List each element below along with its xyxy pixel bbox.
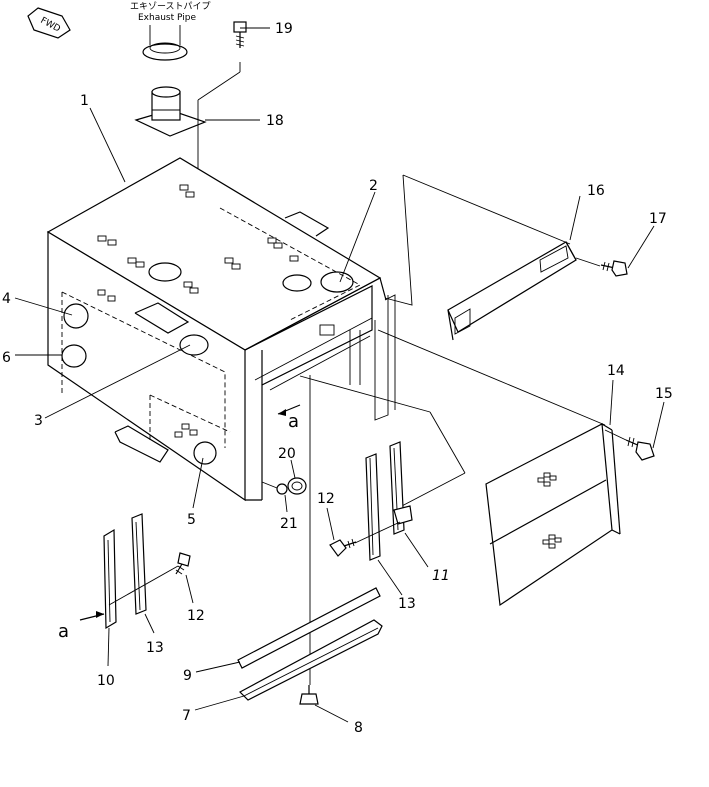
exhaust-pipe-label-jp: エキゾーストパイプ	[130, 1, 211, 12]
callout-12-right: 12	[317, 491, 335, 507]
bracket-13-right	[365, 453, 381, 561]
callout-18: 18	[266, 113, 284, 129]
exhaust-pipe-ref: エキゾーストパイプ Exhaust Pipe	[130, 1, 211, 61]
view-arrow-a-bottom	[79, 611, 105, 621]
view-arrow-a-top	[277, 404, 301, 416]
bracket-10	[103, 528, 117, 630]
callout-7: 7	[182, 708, 191, 724]
washer-21	[276, 483, 288, 495]
callout-12-left: 12	[187, 608, 205, 624]
panel-16	[447, 241, 577, 341]
callout-4: 4	[2, 291, 11, 307]
callout-5: 5	[187, 512, 196, 528]
bar-7	[239, 619, 383, 701]
callout-15: 15	[655, 386, 673, 402]
callout-1: 1	[80, 93, 89, 109]
leader-lines	[14, 27, 376, 509]
bolt-8	[299, 685, 319, 705]
knob-20	[287, 477, 307, 495]
exhaust-pipe-label-en: Exhaust Pipe	[138, 13, 196, 23]
bolt-12-left	[175, 552, 191, 575]
panel-14	[485, 423, 621, 607]
exhaust-stub-18	[134, 86, 207, 137]
bolt-12-right	[329, 521, 401, 557]
bolt-15	[625, 436, 655, 461]
callout-9: 9	[183, 668, 192, 684]
callout-21: 21	[280, 516, 298, 532]
callout-19: 19	[275, 21, 293, 37]
callout-14: 14	[607, 363, 625, 379]
callout-20: 20	[278, 446, 296, 462]
view-marker-a-bottom: a	[58, 621, 69, 642]
bolt-19	[233, 21, 247, 48]
callout-17: 17	[649, 211, 667, 227]
callout-11: 11	[432, 568, 450, 584]
view-marker-a-top: a	[288, 411, 299, 432]
bracket-11	[389, 441, 413, 535]
callout-3: 3	[34, 413, 43, 429]
callout-10: 10	[97, 673, 115, 689]
callout-13-left: 13	[146, 640, 164, 656]
main-cover-1	[46, 157, 396, 502]
fwd-badge: FWD	[27, 7, 71, 39]
callout-13-right: 13	[398, 596, 416, 612]
bolt-17	[600, 260, 628, 277]
callout-2: 2	[369, 178, 378, 194]
bar-9	[237, 587, 381, 669]
callout-6: 6	[2, 350, 11, 366]
callout-16: 16	[587, 183, 605, 199]
bracket-13-left	[131, 513, 147, 615]
callout-8: 8	[354, 720, 363, 736]
